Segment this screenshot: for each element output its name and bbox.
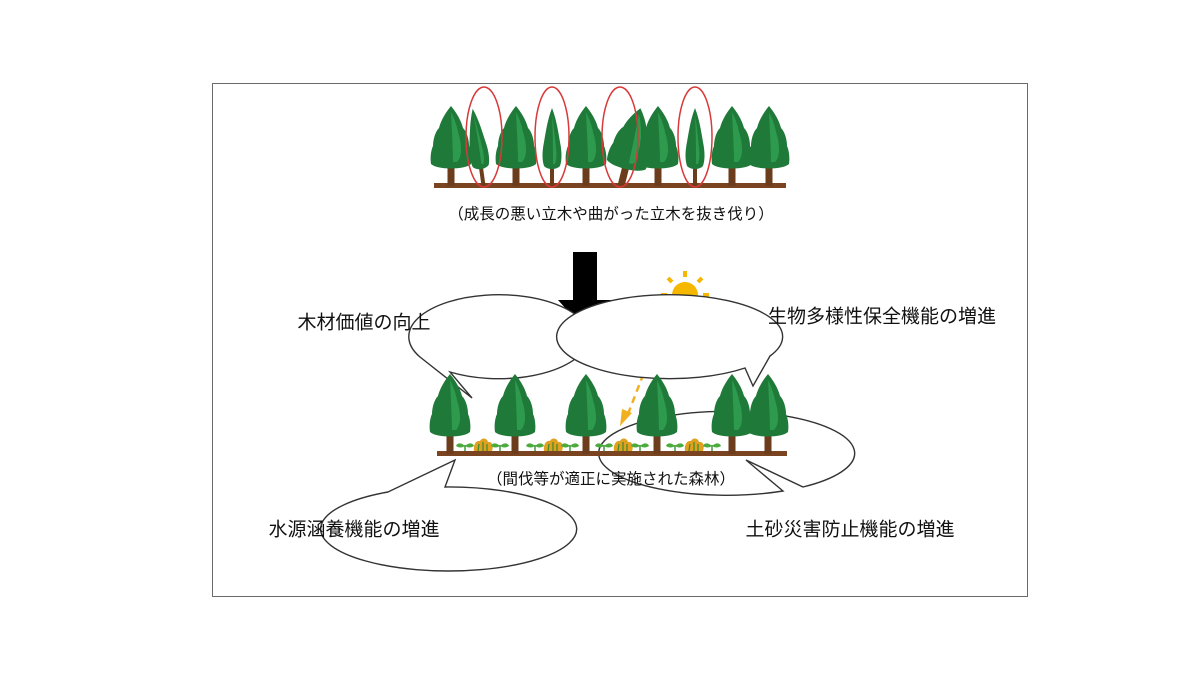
thinning-ring <box>677 86 713 188</box>
sprout-icon <box>490 442 510 452</box>
tree-icon <box>711 106 753 186</box>
tree-icon <box>542 108 562 186</box>
tree-icon <box>565 106 607 186</box>
thinning-ring <box>465 86 503 188</box>
top-caption: （成長の悪い立木や曲がった立木を抜き伐り） <box>448 205 774 223</box>
top-ground-line <box>434 183 786 188</box>
bottom-caption: （間伐等が適正に実施された森林） <box>486 470 736 488</box>
bubble-timber-text: 木材価値の向上 <box>297 311 431 334</box>
bush-icon <box>473 437 494 452</box>
sprout-icon <box>560 442 580 452</box>
tree-icon <box>685 108 705 186</box>
top-forest <box>430 86 790 191</box>
bubble-biodiversity <box>555 294 784 388</box>
bubble-soil-text: 土砂災害防止機能の増進 <box>745 518 955 541</box>
bottom-ground-line <box>437 451 787 456</box>
sprout-icon <box>455 442 475 452</box>
thinning-ring <box>601 86 639 188</box>
sprout-icon <box>525 442 545 452</box>
tree-icon <box>748 106 790 186</box>
tree-icon <box>494 374 536 454</box>
bubble-water <box>320 458 578 572</box>
bubble-water-text: 水源涵養機能の増進 <box>268 518 440 541</box>
bush-icon <box>543 437 564 452</box>
tree-icon <box>429 374 471 454</box>
thinning-ring <box>534 86 570 188</box>
bubble-biodiversity-text: 生物多様性保全機能の増進 <box>767 305 997 328</box>
tree-icon <box>565 374 607 454</box>
bottom-forest <box>429 374 789 456</box>
sunlight-arrowhead <box>620 409 632 426</box>
tree-icon <box>430 106 472 186</box>
